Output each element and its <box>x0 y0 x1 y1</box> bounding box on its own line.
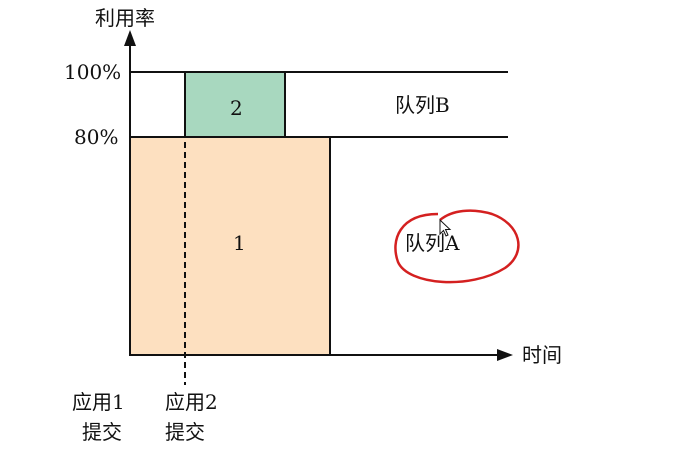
block-2-rect <box>184 71 286 138</box>
app2-label-line1: 应用2 <box>165 390 218 414</box>
y-axis-arrow-icon <box>124 30 136 46</box>
block-1-label: 1 <box>233 231 246 255</box>
annotation-circle <box>394 209 520 284</box>
y-tick-80: 80% <box>74 125 119 149</box>
app1-label-line2: 提交 <box>82 420 122 444</box>
x-axis-title: 时间 <box>522 343 562 367</box>
y-tick-100: 100% <box>64 60 122 84</box>
mouse-cursor-icon <box>439 218 452 237</box>
queue-a-label: 队列A <box>405 231 460 255</box>
queue-b-label: 队列B <box>395 93 450 117</box>
block-1-rect <box>129 136 331 356</box>
y-axis-title: 利用率 <box>95 6 155 30</box>
block-2-label: 2 <box>230 96 243 120</box>
app1-label-line1: 应用1 <box>72 390 125 414</box>
x-axis-arrow-icon <box>497 349 513 361</box>
app2-label-line2: 提交 <box>165 420 205 444</box>
